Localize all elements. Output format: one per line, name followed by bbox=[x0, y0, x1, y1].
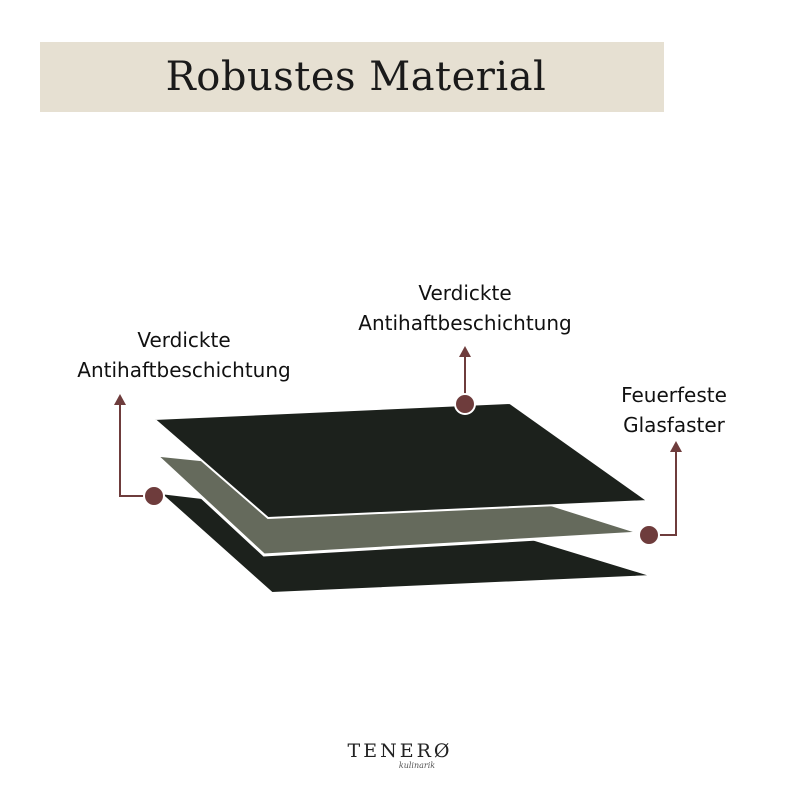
label-left-coating: Verdickte Antihaftbeschichtung bbox=[60, 325, 308, 385]
label-top-coating: Verdickte Antihaftbeschichtung bbox=[338, 278, 592, 338]
top-layer bbox=[151, 401, 651, 520]
brand-name: TENERØ bbox=[347, 740, 453, 762]
callout-left bbox=[114, 394, 165, 507]
label-top-line1: Verdickte bbox=[418, 281, 512, 305]
callout-top bbox=[454, 346, 476, 415]
label-right-line1: Feuerfeste bbox=[621, 383, 727, 407]
brand-logo: TENERØ kulinarik bbox=[300, 740, 500, 770]
label-left-line2: Antihaftbeschichtung bbox=[77, 358, 291, 382]
title-banner: Robustes Material bbox=[40, 42, 664, 112]
label-right-line2: Glasfaster bbox=[623, 413, 725, 437]
label-right-glassfiber: Feuerfeste Glasfaster bbox=[604, 380, 744, 440]
label-top-line2: Antihaftbeschichtung bbox=[358, 311, 572, 335]
page-title: Robustes Material bbox=[165, 54, 547, 100]
label-left-line1: Verdickte bbox=[137, 328, 231, 352]
brand-tagline: kulinarik bbox=[398, 761, 436, 770]
callout-right bbox=[638, 441, 682, 546]
